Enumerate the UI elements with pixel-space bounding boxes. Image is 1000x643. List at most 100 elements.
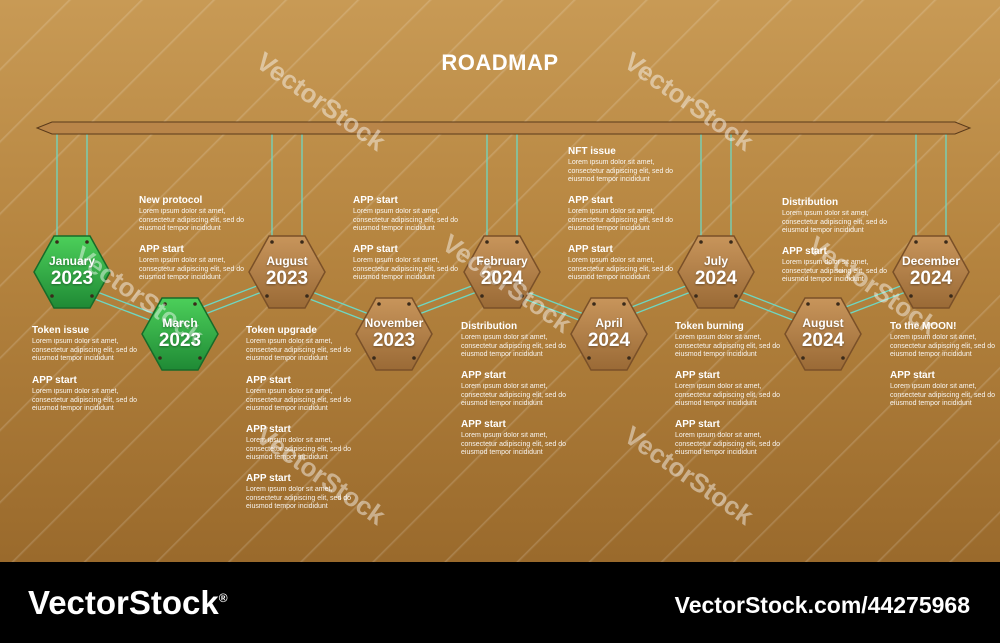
rivet-dot <box>914 240 918 244</box>
note-title: Token upgrade <box>246 325 317 336</box>
rivet-dot <box>412 356 416 360</box>
note-body: Lorem ipsum dolor sit amet, consectetur … <box>32 338 138 362</box>
milestone-year: 2024 <box>587 330 631 351</box>
note-body: Lorem ipsum dolor sit amet, consectetur … <box>461 334 567 358</box>
milestone-year: 2023 <box>372 330 416 351</box>
milestone-hexagon <box>892 235 970 309</box>
note-body: Lorem ipsum dolor sit amet, consectetur … <box>461 432 567 456</box>
note-title: APP start <box>890 370 935 381</box>
roadmap-canvas: ROADMAP VectorStock VectorStock VectorSt… <box>0 0 1000 562</box>
rivet-dot <box>520 294 524 298</box>
milestone-hexagon <box>784 297 862 371</box>
zigzag-connector <box>199 289 268 317</box>
milestone-hexagon <box>677 235 755 309</box>
note-body: Lorem ipsum dolor sit amet, consectetur … <box>568 257 674 281</box>
milestone-month: January <box>48 254 96 268</box>
rivet-dot <box>699 240 703 244</box>
image-id: VectorStock.com/44275968 <box>674 592 970 618</box>
rivet-dot <box>694 294 698 298</box>
milestone-month: April <box>595 316 623 330</box>
milestone-year: 2023 <box>158 330 202 351</box>
milestone-month: November <box>364 316 424 330</box>
milestone-hexagon <box>33 235 111 309</box>
rivet-dot <box>734 294 738 298</box>
note-body: Lorem ipsum dolor sit amet, consectetur … <box>568 159 674 183</box>
note-body: Lorem ipsum dolor sit amet, consectetur … <box>139 208 245 232</box>
milestone-hexagon <box>570 297 648 371</box>
milestone-hexagon <box>463 235 541 309</box>
zigzag-connector <box>413 289 483 317</box>
milestone-month: August <box>802 316 844 330</box>
note-title: APP start <box>353 244 398 255</box>
note-title: APP start <box>246 424 291 435</box>
rivet-dot <box>198 356 202 360</box>
note-body: Lorem ipsum dolor sit amet, consectetur … <box>246 486 352 510</box>
zigzag-connector <box>628 289 697 317</box>
zigzag-connector <box>199 281 268 309</box>
zigzag-connector <box>521 297 590 325</box>
rivet-dot <box>909 294 913 298</box>
note-body: Lorem ipsum dolor sit amet, consectetur … <box>246 338 352 362</box>
zigzag-connector <box>521 289 590 317</box>
zigzag-connector <box>628 281 697 309</box>
rivet-dot <box>949 294 953 298</box>
zigzag-connector <box>735 297 804 325</box>
rivet-dot <box>55 240 59 244</box>
zigzag-connector <box>91 297 161 325</box>
rivet-dot <box>841 356 845 360</box>
rivet-dot <box>515 240 519 244</box>
timeline-bar <box>35 121 972 135</box>
note-title: New protocol <box>139 195 203 206</box>
rivet-dot <box>806 302 810 306</box>
rivet-dot <box>305 294 309 298</box>
note-title: APP start <box>675 370 720 381</box>
note-body: Lorem ipsum dolor sit amet, consectetur … <box>246 388 352 412</box>
zigzag-connector <box>735 289 804 317</box>
note-title: APP start <box>139 244 184 255</box>
milestone-hexagons <box>33 235 970 371</box>
rivet-dot <box>836 302 840 306</box>
zigzag-connector <box>306 289 375 317</box>
rivet-dot <box>801 356 805 360</box>
rivet-dot <box>163 302 167 306</box>
note-body: Lorem ipsum dolor sit amet, consectetur … <box>890 383 996 407</box>
milestone-month: February <box>476 254 528 268</box>
zigzag-connector <box>842 281 912 309</box>
note-body: Lorem ipsum dolor sit amet, consectetur … <box>461 383 567 407</box>
rivet-dot <box>480 294 484 298</box>
rivet-dot <box>193 302 197 306</box>
rivet-dot <box>85 240 89 244</box>
note-body: Lorem ipsum dolor sit amet, consectetur … <box>675 383 781 407</box>
rivet-dot <box>587 356 591 360</box>
milestone-month: December <box>901 254 961 268</box>
rivet-dot <box>944 240 948 244</box>
note-body: Lorem ipsum dolor sit amet, consectetur … <box>32 388 138 412</box>
note-title: APP start <box>461 370 506 381</box>
note-title: APP start <box>246 473 291 484</box>
milestone-year: 2023 <box>265 268 309 289</box>
milestone-month: August <box>266 254 308 268</box>
note-body: Lorem ipsum dolor sit amet, consectetur … <box>246 437 352 461</box>
rivet-dot <box>50 294 54 298</box>
milestone-year: 2024 <box>480 268 524 289</box>
note-body: Lorem ipsum dolor sit amet, consectetur … <box>353 208 459 232</box>
